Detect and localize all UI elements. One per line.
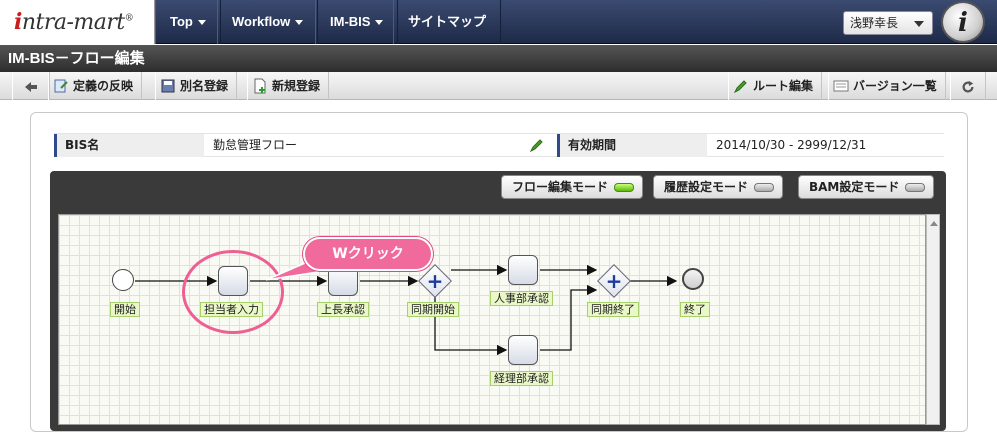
plus-icon: + xyxy=(426,269,444,293)
period-label: 有効期間 xyxy=(557,134,707,157)
new-register-button[interactable]: 新規登録 xyxy=(247,72,330,100)
version-list-button[interactable]: バージョン一覧 xyxy=(828,72,946,100)
task-node-keiri[interactable] xyxy=(508,335,538,365)
route-edit-button[interactable]: ルート編集 xyxy=(728,72,823,100)
task-label-joucho: 上長承認 xyxy=(317,302,369,317)
end-label: 終了 xyxy=(680,302,710,317)
task-node-jinji[interactable] xyxy=(508,255,538,285)
mode-inactive-indicator xyxy=(905,183,926,192)
history-setting-mode-button[interactable]: 履歴設定モード xyxy=(653,175,784,199)
pencil-icon xyxy=(733,79,747,93)
mode-active-indicator xyxy=(614,183,635,192)
start-label: 開始 xyxy=(110,302,140,317)
task-label-jinji: 人事部承認 xyxy=(490,291,553,306)
double-click-callout: Wクリック xyxy=(303,237,433,271)
edit-name-pencil-icon[interactable] xyxy=(529,137,545,153)
caret-down-icon xyxy=(295,20,304,26)
bis-name-label: BIS名 xyxy=(54,134,204,157)
caret-down-icon xyxy=(914,21,924,27)
list-icon xyxy=(833,80,849,91)
mode-inactive-indicator xyxy=(754,183,775,192)
apply-definition-button[interactable]: 定義の反映 xyxy=(48,72,143,100)
scroll-up-icon[interactable] xyxy=(930,221,938,226)
nav-sitemap[interactable]: サイトマップ xyxy=(393,0,502,44)
logo-text: intra-mart® xyxy=(14,9,134,35)
logo[interactable]: intra-mart® xyxy=(0,0,155,44)
gateway-end-label: 同期終了 xyxy=(587,302,639,317)
caret-down-icon xyxy=(197,20,206,26)
period-value: 2014/10/30 - 2999/12/31 xyxy=(716,138,867,152)
user-menu-button[interactable]: 浅野幸長 xyxy=(843,11,933,35)
bis-name-value: 勤怠管理フロー xyxy=(213,138,298,152)
new-doc-icon xyxy=(254,78,266,93)
gateway-start-label: 同期開始 xyxy=(407,302,459,317)
nav-im-bis[interactable]: IM-BIS xyxy=(315,0,399,44)
refresh-button[interactable] xyxy=(950,72,986,100)
page-title: IM-BIS－フロー編集 xyxy=(0,45,997,72)
task-node-joucho[interactable] xyxy=(328,266,358,296)
end-event[interactable] xyxy=(682,268,704,290)
save-as-icon xyxy=(161,79,175,92)
highlight-circle xyxy=(182,250,284,334)
arrow-left-icon xyxy=(25,81,37,92)
refresh-icon xyxy=(962,80,974,92)
brand-i-icon[interactable]: i xyxy=(941,1,985,43)
back-button[interactable] xyxy=(12,72,50,100)
nav-workflow[interactable]: Workflow xyxy=(217,0,319,44)
apply-icon xyxy=(54,79,68,92)
start-event[interactable] xyxy=(112,269,134,291)
save-as-button[interactable]: 別名登録 xyxy=(155,72,238,100)
flow-edit-mode-button[interactable]: フロー編集モード xyxy=(501,175,644,199)
toolbar: 定義の反映 別名登録 新規登録 ルート編集 バージョン一覧 xyxy=(0,72,997,100)
plus-icon: + xyxy=(605,269,623,293)
bis-info-row: BIS名 勤怠管理フロー 有効期間 2014/10/30 - 2999/12/3… xyxy=(54,133,944,157)
edge-task4-join xyxy=(540,284,598,351)
top-navbar: intra-mart® Top Workflow IM-BIS サイトマップ 浅… xyxy=(0,0,997,44)
task-label-keiri: 経理部承認 xyxy=(490,371,553,386)
bam-setting-mode-button[interactable]: BAM設定モード xyxy=(798,175,935,199)
caret-down-icon xyxy=(375,20,384,26)
nav-top[interactable]: Top xyxy=(155,0,221,44)
